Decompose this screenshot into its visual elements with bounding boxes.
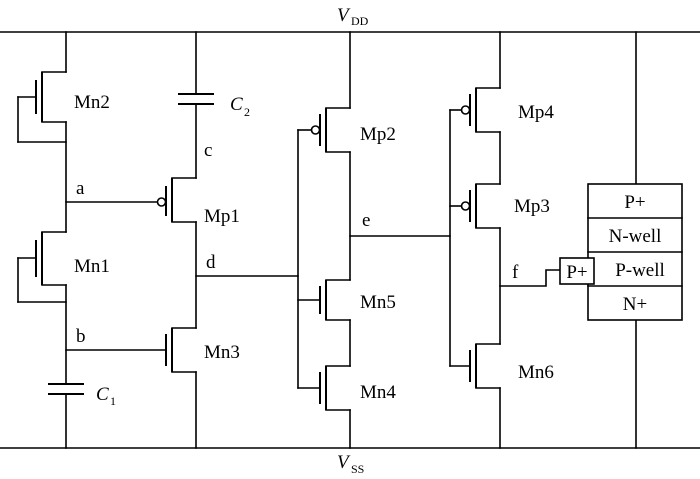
mn6-transistor	[449, 343, 501, 449]
c2-subscript: 2	[244, 105, 250, 119]
mp2-transistor	[297, 31, 351, 281]
mn2-transistor	[17, 31, 67, 233]
vss-subscript: SS	[351, 462, 364, 476]
mp1-label: Mp1	[204, 206, 240, 227]
node-a-label: a	[76, 178, 85, 199]
layer-n-well-label: N-well	[609, 226, 662, 247]
layer-p-plus-label: P+	[624, 192, 645, 213]
c1-subscript: 1	[110, 394, 116, 408]
mp3-transistor	[449, 183, 501, 345]
vss-label: V	[337, 452, 351, 473]
mn5-label: Mn5	[360, 292, 396, 313]
vdd-subscript: DD	[351, 14, 369, 28]
layer-n-plus-label: N+	[623, 294, 647, 315]
node-b-label: b	[76, 326, 86, 347]
mn1-label: Mn1	[74, 256, 110, 277]
mn1-transistor	[17, 231, 67, 385]
mp4-label: Mp4	[518, 102, 554, 123]
node-e-label: e	[362, 210, 370, 231]
mp3-label: Mp3	[514, 196, 550, 217]
mn3-label: Mn3	[204, 342, 240, 363]
p-plus-contact	[559, 257, 595, 285]
mp2-label: Mp2	[360, 124, 396, 145]
node-d-label: d	[206, 252, 216, 273]
mp4-transistor	[449, 31, 501, 185]
mp1-transistor	[156, 177, 197, 329]
node-c-label: c	[204, 140, 212, 161]
contact-p-plus-label: P+	[566, 262, 587, 283]
mn4-transistor	[297, 365, 351, 449]
vdd-label: V	[337, 5, 351, 26]
mn4-label: Mn4	[360, 382, 396, 403]
mn2-label: Mn2	[74, 92, 110, 113]
c1-capacitor	[48, 383, 84, 449]
mn5-transistor	[297, 279, 351, 367]
node-f-label: f	[512, 262, 519, 283]
mn3-transistor	[165, 327, 197, 449]
c2-label: C	[230, 94, 243, 115]
layer-p-well-label: P-well	[615, 260, 665, 281]
c1-label: C	[96, 384, 109, 405]
mn6-label: Mn6	[518, 362, 554, 383]
node-f-wire	[499, 269, 561, 287]
c2-capacitor	[178, 31, 214, 179]
